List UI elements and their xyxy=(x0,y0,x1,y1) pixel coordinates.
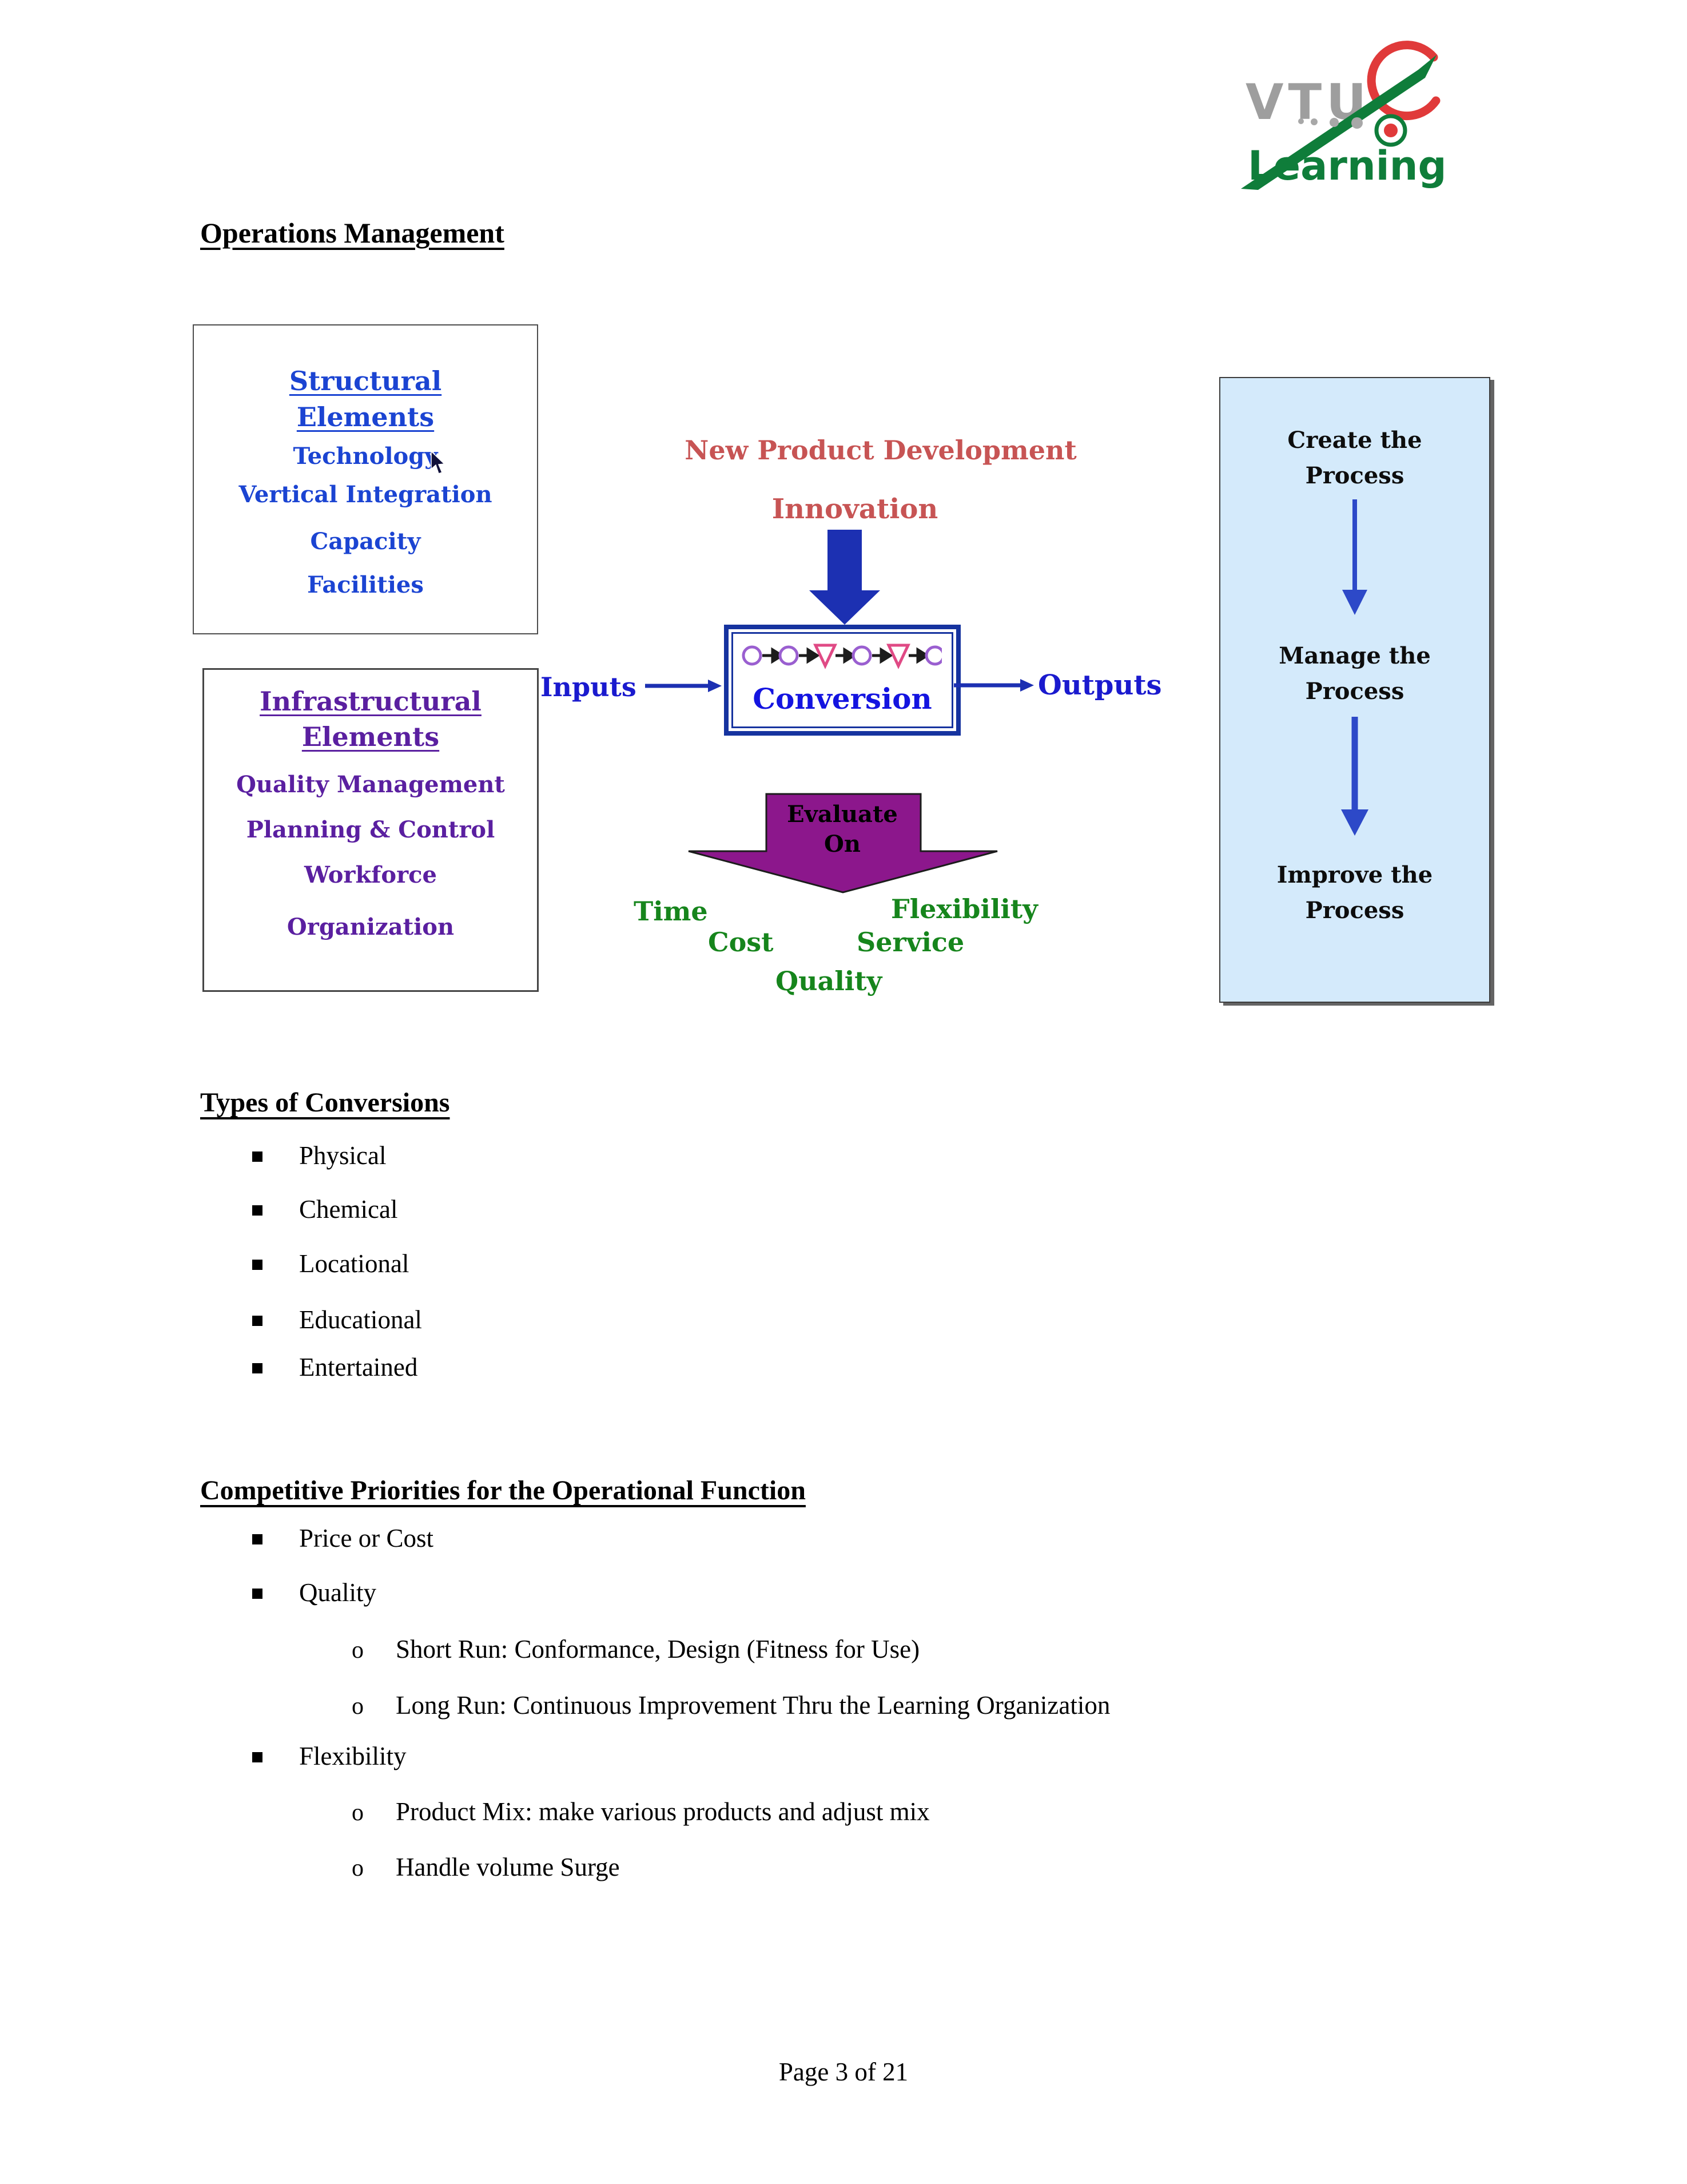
inputs-label: Inputs xyxy=(540,672,636,702)
process-step-manage: Manage the Process xyxy=(1279,642,1431,705)
sub-list-item: o Product Mix: make various products and… xyxy=(352,1797,930,1829)
square-bullet-icon xyxy=(252,1752,262,1762)
logo-dot-icon xyxy=(1311,118,1318,125)
evaluate-label-line2: On xyxy=(824,831,861,857)
conversion-box: Conversion xyxy=(724,625,961,736)
inputs-arrow-icon xyxy=(645,680,722,692)
square-bullet-icon xyxy=(252,1534,262,1544)
process-step-create: Create the Process xyxy=(1287,427,1422,489)
list-item: Chemical xyxy=(252,1194,397,1224)
outputs-arrow-icon xyxy=(954,679,1034,692)
structural-heading-line2: Elements xyxy=(296,402,435,432)
conversion-label: Conversion xyxy=(753,682,932,716)
circle-bullet-icon: o xyxy=(352,1800,364,1826)
circle-bullet-icon: o xyxy=(352,1637,364,1663)
structural-elements-box: Structural Elements Technology Vertical … xyxy=(193,324,538,634)
logo-e-icon xyxy=(1367,41,1441,121)
list-item-label: Physical xyxy=(299,1141,387,1170)
process-step-improve: Improve the Process xyxy=(1276,861,1433,924)
infrastructural-heading-line1: Infrastructural xyxy=(260,686,482,717)
infrastructural-heading-line2: Elements xyxy=(301,721,440,752)
outputs-label: Outputs xyxy=(1038,669,1162,701)
square-bullet-icon xyxy=(252,1205,262,1216)
square-bullet-icon xyxy=(252,1151,262,1162)
innovation-down-arrow-icon xyxy=(809,530,880,625)
circle-bullet-icon: o xyxy=(352,1693,364,1720)
infrastructural-item: Quality Management xyxy=(236,771,505,798)
infrastructural-item: Planning & Control xyxy=(246,816,495,843)
logo-learning-text: Learning xyxy=(1248,142,1447,189)
square-bullet-icon xyxy=(252,1316,262,1326)
list-item-label: Quality xyxy=(299,1578,376,1607)
sub-list-item: o Short Run: Conformance, Design (Fitnes… xyxy=(352,1634,920,1666)
vtu-elearning-logo: VTU Learning xyxy=(1241,41,1447,190)
list-item-label: Locational xyxy=(299,1249,409,1278)
list-item-label: Entertained xyxy=(299,1353,418,1381)
logo-dot-icon xyxy=(1351,117,1363,129)
criterion-service: Service xyxy=(857,927,965,958)
structural-item: Capacity xyxy=(310,528,421,555)
innovation-label: Innovation xyxy=(771,493,938,525)
process-arrow-icon xyxy=(1342,499,1367,615)
types-of-conversions-heading: Types of Conversions xyxy=(200,1087,450,1118)
list-item: Educational xyxy=(252,1305,422,1335)
list-item: Locational xyxy=(252,1249,409,1278)
list-item: Flexibility xyxy=(252,1741,407,1771)
square-bullet-icon xyxy=(252,1363,262,1373)
list-item: Entertained xyxy=(252,1352,417,1382)
square-bullet-icon xyxy=(252,1260,262,1270)
mouse-cursor-icon xyxy=(431,451,445,474)
structural-item: Technology xyxy=(293,443,438,470)
sub-list-item-label: Long Run: Continuous Improvement Thru th… xyxy=(396,1691,1111,1720)
list-item: Price or Cost xyxy=(252,1523,433,1553)
list-item: Physical xyxy=(252,1141,387,1170)
page-title: Operations Management xyxy=(200,217,504,249)
conversion-box-inner-border: Conversion xyxy=(731,632,953,728)
criterion-quality: Quality xyxy=(775,966,882,996)
structural-item: Facilities xyxy=(307,571,424,598)
competitive-priorities-heading: Competitive Priorities for the Operation… xyxy=(200,1475,806,1506)
page-number: Page 3 of 21 xyxy=(778,2058,909,2086)
new-product-development-label: New Product Development xyxy=(685,435,1077,466)
list-item-label: Chemical xyxy=(299,1195,398,1224)
structural-item: Vertical Integration xyxy=(238,481,492,508)
infrastructural-elements-box: Infrastructural Elements Quality Managem… xyxy=(202,668,539,992)
logo-dot-icon xyxy=(1330,118,1339,127)
square-bullet-icon xyxy=(252,1589,262,1599)
logo-dot-icon xyxy=(1298,118,1304,124)
sub-list-item: o Handle volume Surge xyxy=(352,1852,620,1884)
process-arrow-icon xyxy=(1341,717,1368,836)
list-item-label: Flexibility xyxy=(299,1742,407,1770)
process-steps-box: Create the Process Manage the Process Im… xyxy=(1219,377,1490,1003)
structural-heading-line1: Structural xyxy=(289,366,442,396)
sub-list-item-label: Short Run: Conformance, Design (Fitness … xyxy=(396,1635,920,1663)
list-item-label: Educational xyxy=(299,1305,422,1334)
evaluate-label-line1: Evaluate xyxy=(787,801,898,828)
list-item-label: Price or Cost xyxy=(299,1524,433,1552)
sub-list-item: o Long Run: Continuous Improvement Thru … xyxy=(352,1690,1110,1722)
circle-bullet-icon: o xyxy=(352,1855,364,1881)
infrastructural-item: Workforce xyxy=(304,861,437,888)
criterion-flexibility: Flexibility xyxy=(891,894,1038,924)
sub-list-item-label: Product Mix: make various products and a… xyxy=(396,1797,930,1826)
sub-list-item-label: Handle volume Surge xyxy=(396,1853,620,1881)
infrastructural-item: Organization xyxy=(287,914,455,940)
criterion-cost: Cost xyxy=(708,927,774,958)
evaluate-on-arrow-icon xyxy=(688,793,998,894)
logo-target-dot-icon xyxy=(1384,124,1398,137)
process-flow-symbols-icon xyxy=(742,644,942,669)
logo-swoosh-icon xyxy=(1241,55,1437,190)
criterion-time: Time xyxy=(634,896,708,927)
list-item: Quality xyxy=(252,1578,376,1607)
